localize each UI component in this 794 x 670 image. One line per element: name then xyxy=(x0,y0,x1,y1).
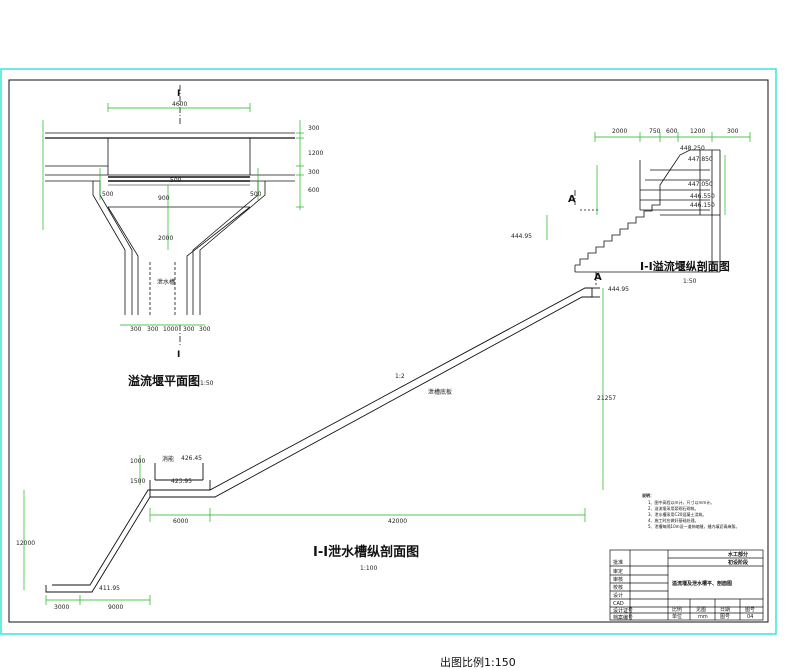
weir-dimensions xyxy=(546,132,751,240)
weir-title: I-I溢流堰纵剖面图 xyxy=(640,259,730,273)
tb-unit-label: 单位 xyxy=(672,613,682,620)
notes-item-4: 5、泄槽每隔10m设一道伸缩缝，缝内填沥青麻絮。 xyxy=(648,523,740,529)
outer-frame xyxy=(0,68,777,635)
channel-vertical-left-top: 1000 xyxy=(130,458,145,465)
plan-dim-right-2: 300 xyxy=(308,169,320,176)
channel-dimensions xyxy=(23,288,604,605)
title-block xyxy=(609,549,764,621)
channel-horizontal-mid-1: 42000 xyxy=(388,518,407,525)
plan-dim-center-mid: 900 xyxy=(158,195,170,202)
plan-dim-center-lower: 2000 xyxy=(158,235,173,242)
inner-frame xyxy=(8,79,769,623)
tb-left-1: 审定 xyxy=(613,568,623,575)
channel-horizontal-mid-0: 6000 xyxy=(173,518,188,525)
channel-section xyxy=(45,287,600,593)
plan-dim-right-0: 300 xyxy=(308,125,320,132)
tb-left-6: 设计证号 xyxy=(613,607,633,614)
tb-left-7: 档案编号 xyxy=(613,614,633,621)
notes-item-2: 3、泄水槽采用C20混凝土浇筑。 xyxy=(648,511,706,517)
notes-item-1: 2、溢流堰采用浆砌石砌筑。 xyxy=(648,505,699,511)
tb-bottom-2: 日期 xyxy=(720,607,730,613)
weir-elev-2: 447.050 xyxy=(688,181,713,188)
plan-dim-right-small: 500 xyxy=(250,191,262,198)
notes-heading: 说明： xyxy=(642,492,654,498)
tb-sheet-value: 04 xyxy=(747,614,753,620)
channel-slope-label: 1:2 xyxy=(395,373,405,380)
channel-mid-elev-upper: 426.45 xyxy=(181,455,202,462)
tb-bottom-0: 比例 xyxy=(672,606,682,613)
tb-project-sub: 初设阶段 xyxy=(728,559,748,566)
tb-left-3: 校核 xyxy=(613,584,623,591)
channel-top-elev: 444.95 xyxy=(608,286,629,293)
plan-dim-top-width: 4600 xyxy=(172,101,187,108)
output-scale-caption: 出图比例1:150 xyxy=(440,656,516,669)
plan-dim-bottom-3: 300 xyxy=(183,326,195,333)
plan-dim-left-small: 500 xyxy=(102,191,114,198)
tb-left-0: 批准 xyxy=(613,559,623,566)
weir-left-elev: 444.95 xyxy=(511,233,532,240)
weir-elev-0: 448.250 xyxy=(680,145,705,152)
tb-unit-value: mm xyxy=(698,614,708,620)
plan-channel-label: 泄水槽 xyxy=(157,278,175,286)
channel-section-marker: A xyxy=(594,272,602,283)
plan-dimensions xyxy=(42,103,304,326)
plan-title: 溢流堰平面图 xyxy=(128,373,200,388)
plan-scale: 1:50 xyxy=(200,380,214,387)
plan-dim-right-3: 600 xyxy=(308,187,320,194)
channel-scale: 1:100 xyxy=(360,565,377,572)
tb-left-5: CAD xyxy=(613,601,624,607)
channel-slope-note: 泄槽底板 xyxy=(428,388,452,396)
weir-scale: 1:50 xyxy=(683,278,697,285)
plan-dim-center-upper: 500 xyxy=(170,177,182,184)
weir-elev-1: 447.850 xyxy=(688,156,713,163)
channel-horizontal-bottom-0: 3000 xyxy=(54,604,69,611)
tb-bottom-3: 图号 xyxy=(745,607,755,613)
channel-vertical-left-mid: 1500 xyxy=(130,478,145,485)
weir-section xyxy=(574,149,721,285)
plan-dim-right-1: 1200 xyxy=(308,150,323,157)
weir-elev-4: 446.150 xyxy=(690,202,715,209)
tb-left-4: 设计 xyxy=(613,592,623,599)
plan-section-marker-top: I xyxy=(177,89,180,99)
channel-horizontal-bottom-1: 9000 xyxy=(108,604,123,611)
channel-pool-label: 消能 xyxy=(162,455,174,463)
tb-sheet-label: 图号 xyxy=(720,614,730,620)
plan-dim-bottom-2: 1000 xyxy=(163,326,178,333)
plan-dim-bottom-0: 300 xyxy=(130,326,142,333)
channel-title: I-I泄水槽纵剖面图 xyxy=(313,544,419,560)
notes-item-3: 4、施工时应做好基础处理。 xyxy=(648,517,699,523)
tb-drawing-title: 溢流堰及泄水槽平、剖面图 xyxy=(672,580,732,587)
weir-elev-3: 446.550 xyxy=(690,193,715,200)
plan-dim-bottom-1: 300 xyxy=(147,326,159,333)
weir-section-marker: A xyxy=(568,194,576,205)
notes-item-0: 1、图中高程以m计，尺寸以mm计。 xyxy=(648,499,714,505)
weir-top-dim-0: 2000 xyxy=(612,128,627,135)
tb-left-2: 审核 xyxy=(613,576,623,583)
channel-bottom-elev: 411.95 xyxy=(99,585,120,592)
tb-bottom-1: 见图 xyxy=(696,607,706,613)
channel-vertical-left-total: 12000 xyxy=(16,540,35,547)
plan-dim-bottom-4: 300 xyxy=(199,326,211,333)
plan-section-marker-bottom: I xyxy=(177,350,180,360)
weir-top-dim-4: 300 xyxy=(727,128,739,135)
channel-vertical-right: 21257 xyxy=(597,395,616,402)
weir-top-dim-1: 750 xyxy=(649,128,661,135)
channel-mid-elev-lower: 423.95 xyxy=(171,478,192,485)
weir-top-dim-3: 1200 xyxy=(690,128,705,135)
weir-top-dim-2: 600 xyxy=(666,128,678,135)
plan-view xyxy=(45,85,295,345)
tb-project-top: 水工部分 xyxy=(727,551,748,558)
